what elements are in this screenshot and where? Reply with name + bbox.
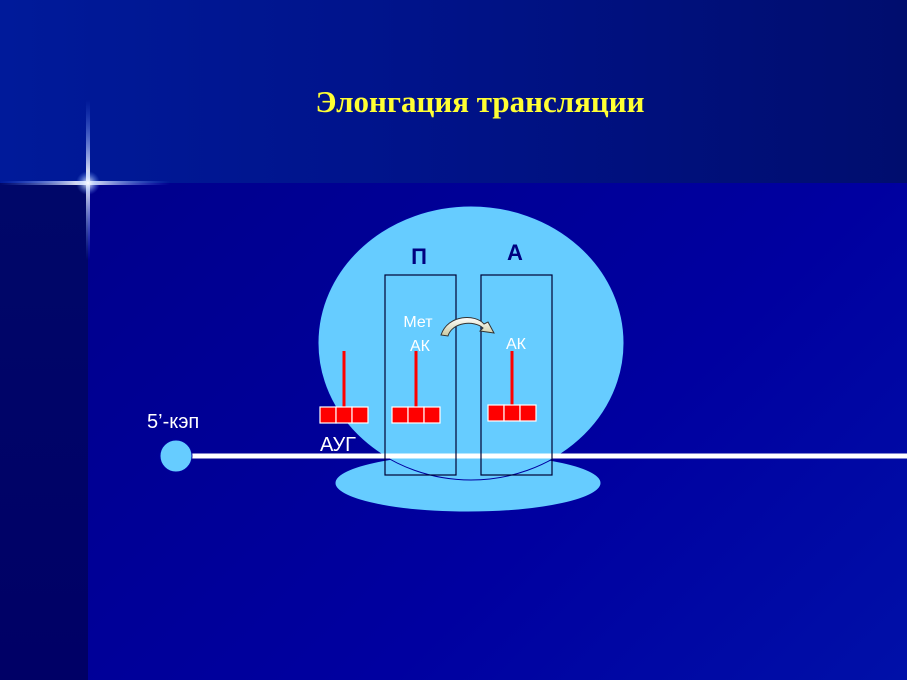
slide-title: Элонгация трансляции <box>315 84 645 119</box>
p-site-trna-anticodon <box>391 406 441 424</box>
cap-label: 5’-кэп <box>147 411 199 433</box>
start-codon-label: АУГ <box>320 434 356 456</box>
ribosome-large-subunit <box>317 205 625 481</box>
five-prime-cap <box>159 439 193 473</box>
sparkle-decoration <box>0 100 170 260</box>
a-site-box <box>480 274 553 476</box>
peptide-transfer-arrow <box>440 317 495 337</box>
exit-trna-anticodon <box>319 406 369 424</box>
p-site-box <box>384 274 457 476</box>
p-site-amino-acid-2: АК <box>410 338 431 355</box>
p-site-amino-acid: Мет <box>403 314 433 331</box>
a-site-label: А <box>507 240 523 265</box>
a-site-trna-anticodon <box>487 404 537 422</box>
background-top-band <box>0 0 907 183</box>
p-site-label: П <box>411 244 427 269</box>
a-site-amino-acid: АК <box>506 336 527 353</box>
